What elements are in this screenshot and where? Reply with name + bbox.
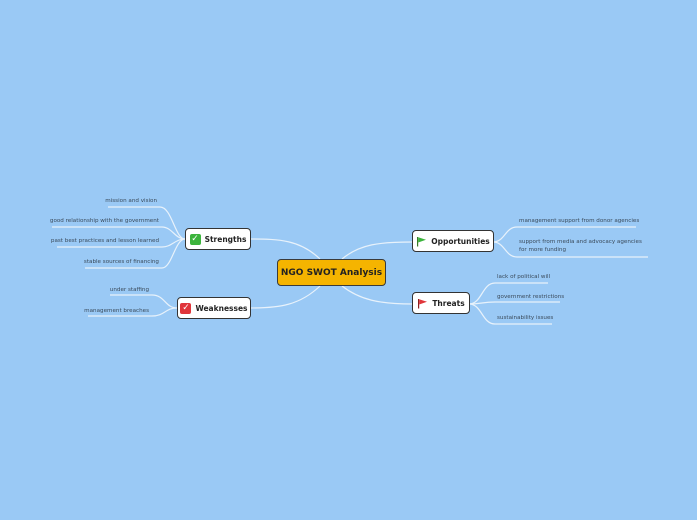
strength-item[interactable]: past best practices and lesson learned <box>50 238 159 244</box>
topic-threats-label: Threats <box>432 298 465 308</box>
link-opportunities <box>341 241 413 260</box>
topic-threats[interactable]: Threats <box>412 292 470 314</box>
topic-weaknesses-label: Weaknesses <box>195 303 248 313</box>
threat-item[interactable]: lack of political will <box>497 274 551 280</box>
opportunity-item[interactable]: management support from donor agencies <box>519 218 640 224</box>
red-flag-icon <box>418 298 428 308</box>
opportunity-item[interactable]: support from media and advocacy agencies… <box>519 239 642 253</box>
strength-item[interactable]: mission and vision <box>105 198 157 204</box>
topic-opportunities[interactable]: Opportunities <box>412 230 494 252</box>
green-check-icon: ✓ <box>189 233 201 245</box>
link-threats <box>341 285 413 305</box>
strength-item[interactable]: stable sources of financing <box>83 259 159 265</box>
topic-opportunities-label: Opportunities <box>431 236 490 246</box>
central-topic[interactable]: NGO SWOT Analysis <box>277 259 386 286</box>
topic-weaknesses[interactable]: ✓ Weaknesses <box>177 297 251 319</box>
weakness-item[interactable]: management breaches <box>84 308 149 314</box>
weakness-item[interactable]: under staffing <box>109 287 149 293</box>
strength-item[interactable]: good relationship with the government <box>49 218 159 224</box>
link-weaknesses <box>249 285 321 309</box>
red-check-icon: ✓ <box>180 302 192 314</box>
topic-strengths[interactable]: ✓ Strengths <box>185 228 251 250</box>
green-flag-icon <box>417 236 427 246</box>
threat-item[interactable]: sustainability issues <box>497 315 554 321</box>
central-topic-label: NGO SWOT Analysis <box>280 267 383 278</box>
link-strengths <box>249 238 321 260</box>
topic-strengths-label: Strengths <box>204 234 247 244</box>
threat-item[interactable]: government restrictions <box>497 294 565 300</box>
